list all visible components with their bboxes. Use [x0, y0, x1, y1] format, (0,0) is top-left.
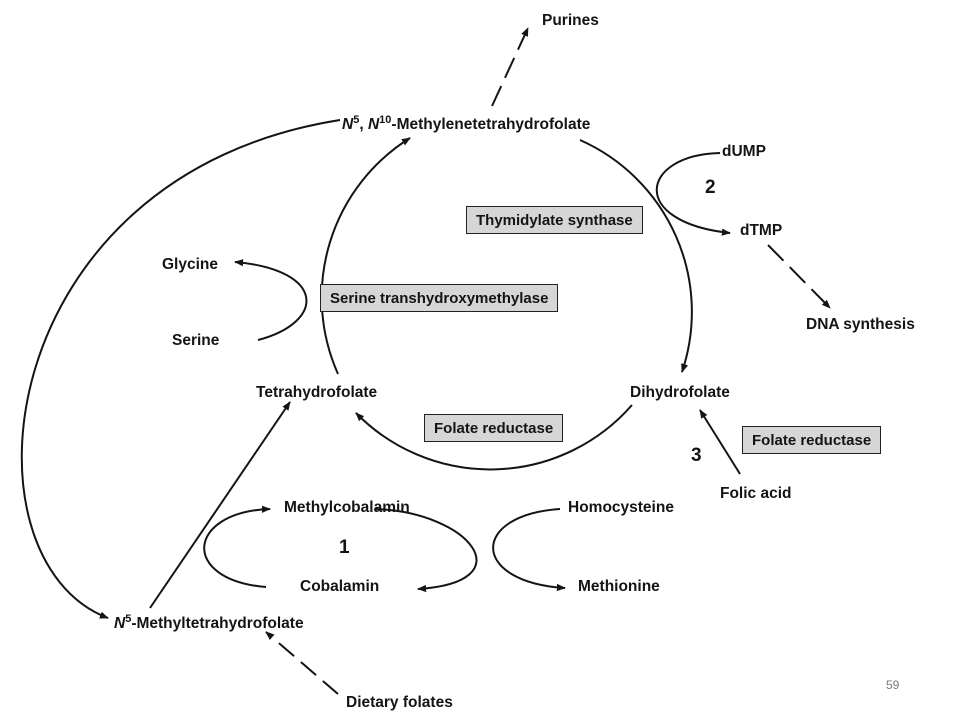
label-methylcobalamin: Methylcobalamin: [284, 499, 410, 516]
step-number-3: 3: [691, 445, 702, 466]
arrow-to-purines: [491, 27, 529, 107]
arrow-dietary-to-methyl-thf: [265, 631, 339, 695]
label-dihydrofolate: Dihydrofolate: [630, 384, 730, 401]
label-methylene-thf-n10: N: [367, 116, 380, 133]
label-cobalamin: Cobalamin: [300, 578, 380, 595]
label-tetrahydrofolate: Tetrahydrofolate: [256, 384, 378, 401]
page-number: 59: [886, 678, 900, 692]
arrow-methylene-to-methyl-thf: [20, 119, 341, 619]
label-methyl-thf-sup: 5: [125, 613, 132, 625]
cycle-arc-to-tetrahydrofolate: [355, 404, 633, 471]
label-methylene-thf-sup10: 10: [379, 114, 392, 126]
label-methylene-thf-sep: ,: [359, 116, 368, 133]
enzyme-folate-reductase-outer: Folate reductase: [742, 426, 882, 454]
label-methionine: Methionine: [578, 578, 660, 595]
label-methylene-thf-rest: -Methylenetetrahydrofolate: [391, 116, 591, 133]
arrow-folic-to-dihydrofolate: [699, 409, 741, 475]
step-number-2: 2: [705, 177, 716, 198]
label-dna-synthesis: DNA synthesis: [806, 316, 915, 333]
enzyme-thymidylate-synthase: Thymidylate synthase: [466, 206, 643, 234]
arrow-dump-to-dtmp: [655, 152, 731, 236]
label-purines: Purines: [542, 12, 599, 29]
cycle-arc-to-dihydrofolate: [579, 139, 693, 373]
label-folic-acid: Folic acid: [720, 485, 792, 502]
label-methyl-thf: N5-Methyltetrahydrofolate: [114, 610, 304, 633]
cycle-arc-to-methylene-thf: [320, 137, 411, 375]
arrow-homocysteine-to-methionine: [492, 508, 566, 592]
label-dietary-folates: Dietary folates: [346, 694, 453, 711]
arrow-methylcobalamin-to-cobalamin: [374, 508, 478, 593]
enzyme-serine-transhydroxymethylase: Serine transhydroxymethylase: [320, 284, 559, 312]
label-dump: dUMP: [722, 143, 766, 160]
label-methylene-thf-n5: N: [342, 116, 354, 133]
label-methylene-thf: N5, N10-Methylenetetrahydrofolate: [342, 111, 590, 134]
label-serine: Serine: [172, 332, 220, 349]
step-number-1: 1: [339, 537, 350, 558]
label-dtmp: dTMP: [740, 222, 783, 239]
label-methylene-thf-sup5: 5: [353, 114, 360, 126]
enzyme-folate-reductase-inner: Folate reductase: [424, 414, 564, 442]
arrow-to-dna-synthesis: [767, 244, 831, 309]
label-methyl-thf-rest: -Methyltetrahydrofolate: [131, 615, 304, 632]
arrow-methyl-thf-to-thf: [149, 401, 291, 609]
arrow-cobalamin-to-methylcobalamin: [203, 505, 271, 588]
arrow-serine-to-glycine: [234, 259, 308, 341]
label-methyl-thf-n: N: [114, 615, 126, 632]
label-glycine: Glycine: [162, 256, 218, 273]
label-homocysteine: Homocysteine: [568, 499, 674, 516]
